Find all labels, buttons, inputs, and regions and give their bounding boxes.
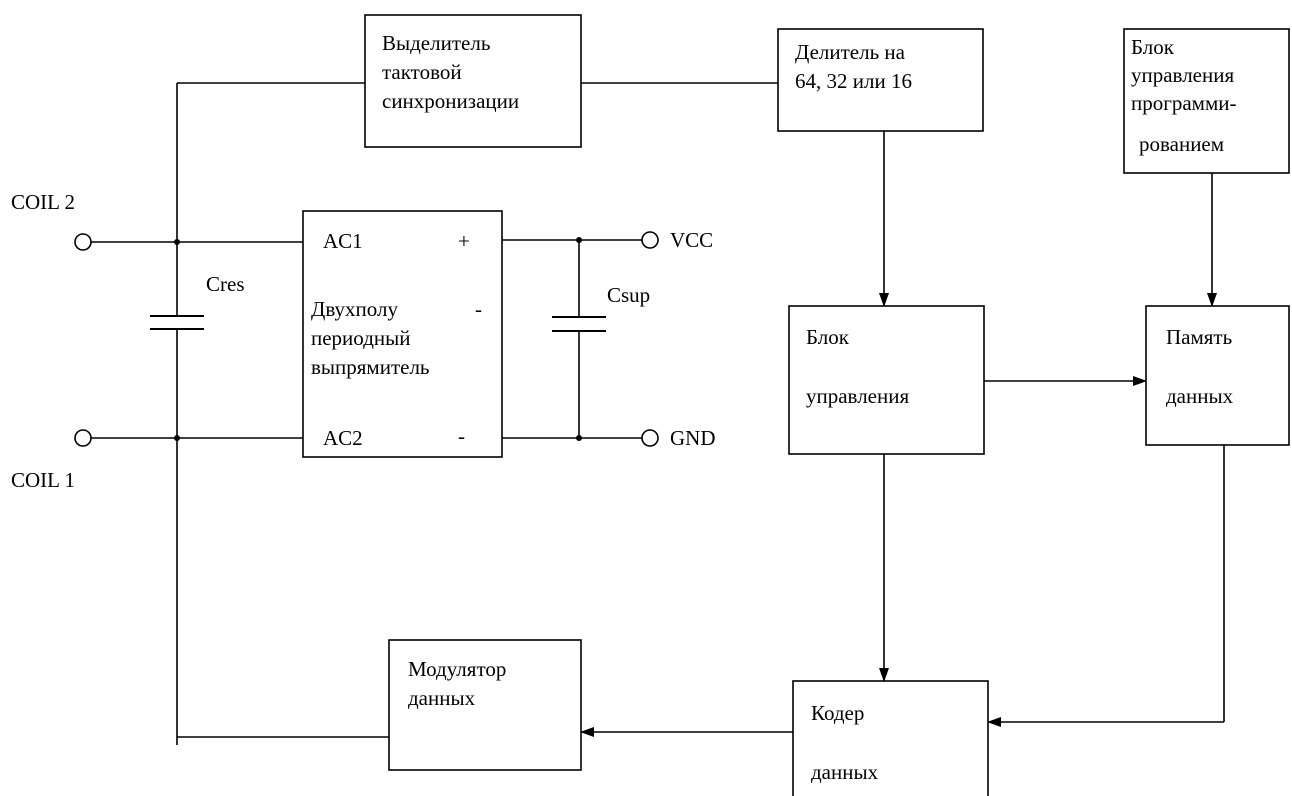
terminal-gnd: GND [641, 426, 716, 450]
rectifier-minus-right: - [475, 297, 482, 321]
block-programming-control-line2: управления [1131, 63, 1234, 87]
terminal-coil1-circle [74, 429, 92, 447]
terminal-vcc: VCC [641, 228, 713, 252]
block-divider-line2: 64, 32 или 16 [795, 69, 912, 93]
capacitor-csup: Csup [552, 283, 650, 332]
block-data-modulator-line1: Модулятор [408, 657, 506, 681]
block-control-unit: Блок управления [788, 305, 985, 455]
junction-gnd [576, 435, 582, 441]
block-rectifier-box [302, 210, 503, 458]
block-programming-control: Блок управления программи- рованием [1123, 28, 1290, 174]
cres-label: Cres [206, 272, 245, 296]
terminal-gnd-circle [641, 429, 659, 447]
capacitor-cres: Cres [150, 272, 245, 330]
arrows [580, 131, 1224, 737]
block-programming-control-line1: Блок [1131, 35, 1175, 59]
block-divider-line1: Делитель на [795, 40, 906, 64]
block-data-memory: Память данных [1145, 305, 1290, 446]
terminal-coil2-label: COIL 2 [11, 190, 75, 214]
block-data-memory-box [1145, 305, 1290, 446]
block-data-modulator: Модулятор данных [388, 639, 582, 771]
terminal-vcc-label: VCC [670, 228, 713, 252]
block-programming-control-box [1123, 28, 1290, 174]
block-data-modulator-box [388, 639, 582, 771]
block-clock-extractor-line2: тактовой [382, 60, 462, 84]
rectifier-minus: - [458, 424, 465, 448]
block-data-encoder-line2: данных [811, 760, 879, 784]
rectifier-plus: + [458, 229, 470, 253]
junction-vcc [576, 237, 582, 243]
rectifier-title-line3: выпрямитель [311, 355, 430, 379]
junction-coil2 [174, 239, 180, 245]
block-data-memory-line2: данных [1166, 384, 1234, 408]
terminal-coil2: COIL 2 [11, 190, 92, 251]
terminal-coil2-circle [74, 233, 92, 251]
block-data-modulator-line2: данных [408, 686, 476, 710]
block-clock-extractor-line3: синхронизации [382, 89, 519, 113]
block-data-encoder: Кодер данных [792, 680, 989, 796]
terminal-gnd-label: GND [670, 426, 716, 450]
junctions [174, 237, 582, 441]
block-control-unit-line2: управления [806, 384, 909, 408]
block-control-unit-box [788, 305, 985, 455]
block-clock-extractor: Выделитель тактовой синхронизации [364, 14, 582, 148]
terminal-coil1: COIL 1 [11, 429, 92, 492]
block-programming-control-line3: программи- [1131, 91, 1236, 115]
block-clock-extractor-line1: Выделитель [382, 31, 490, 55]
terminal-coil1-label: COIL 1 [11, 468, 75, 492]
csup-label: Csup [607, 283, 650, 307]
block-rectifier: AC1 + Двухполу - периодный выпрямитель A… [302, 210, 503, 458]
rectifier-ac2: AC2 [323, 426, 363, 450]
block-control-unit-line1: Блок [806, 325, 850, 349]
rectifier-ac1: AC1 [323, 229, 363, 253]
block-divider-box [777, 28, 984, 132]
block-data-encoder-line1: Кодер [811, 701, 864, 725]
terminal-vcc-circle [641, 231, 659, 249]
block-data-memory-line1: Память [1166, 325, 1232, 349]
block-programming-control-line4: рованием [1139, 132, 1224, 156]
block-clock-extractor-box [364, 14, 582, 148]
junction-coil1 [174, 435, 180, 441]
block-data-encoder-box [792, 680, 989, 796]
rectifier-title-line1: Двухполу [311, 297, 398, 321]
rectifier-title-line2: периодный [311, 326, 410, 350]
block-divider: Делитель на 64, 32 или 16 [777, 28, 984, 132]
wires [91, 82, 1225, 745]
